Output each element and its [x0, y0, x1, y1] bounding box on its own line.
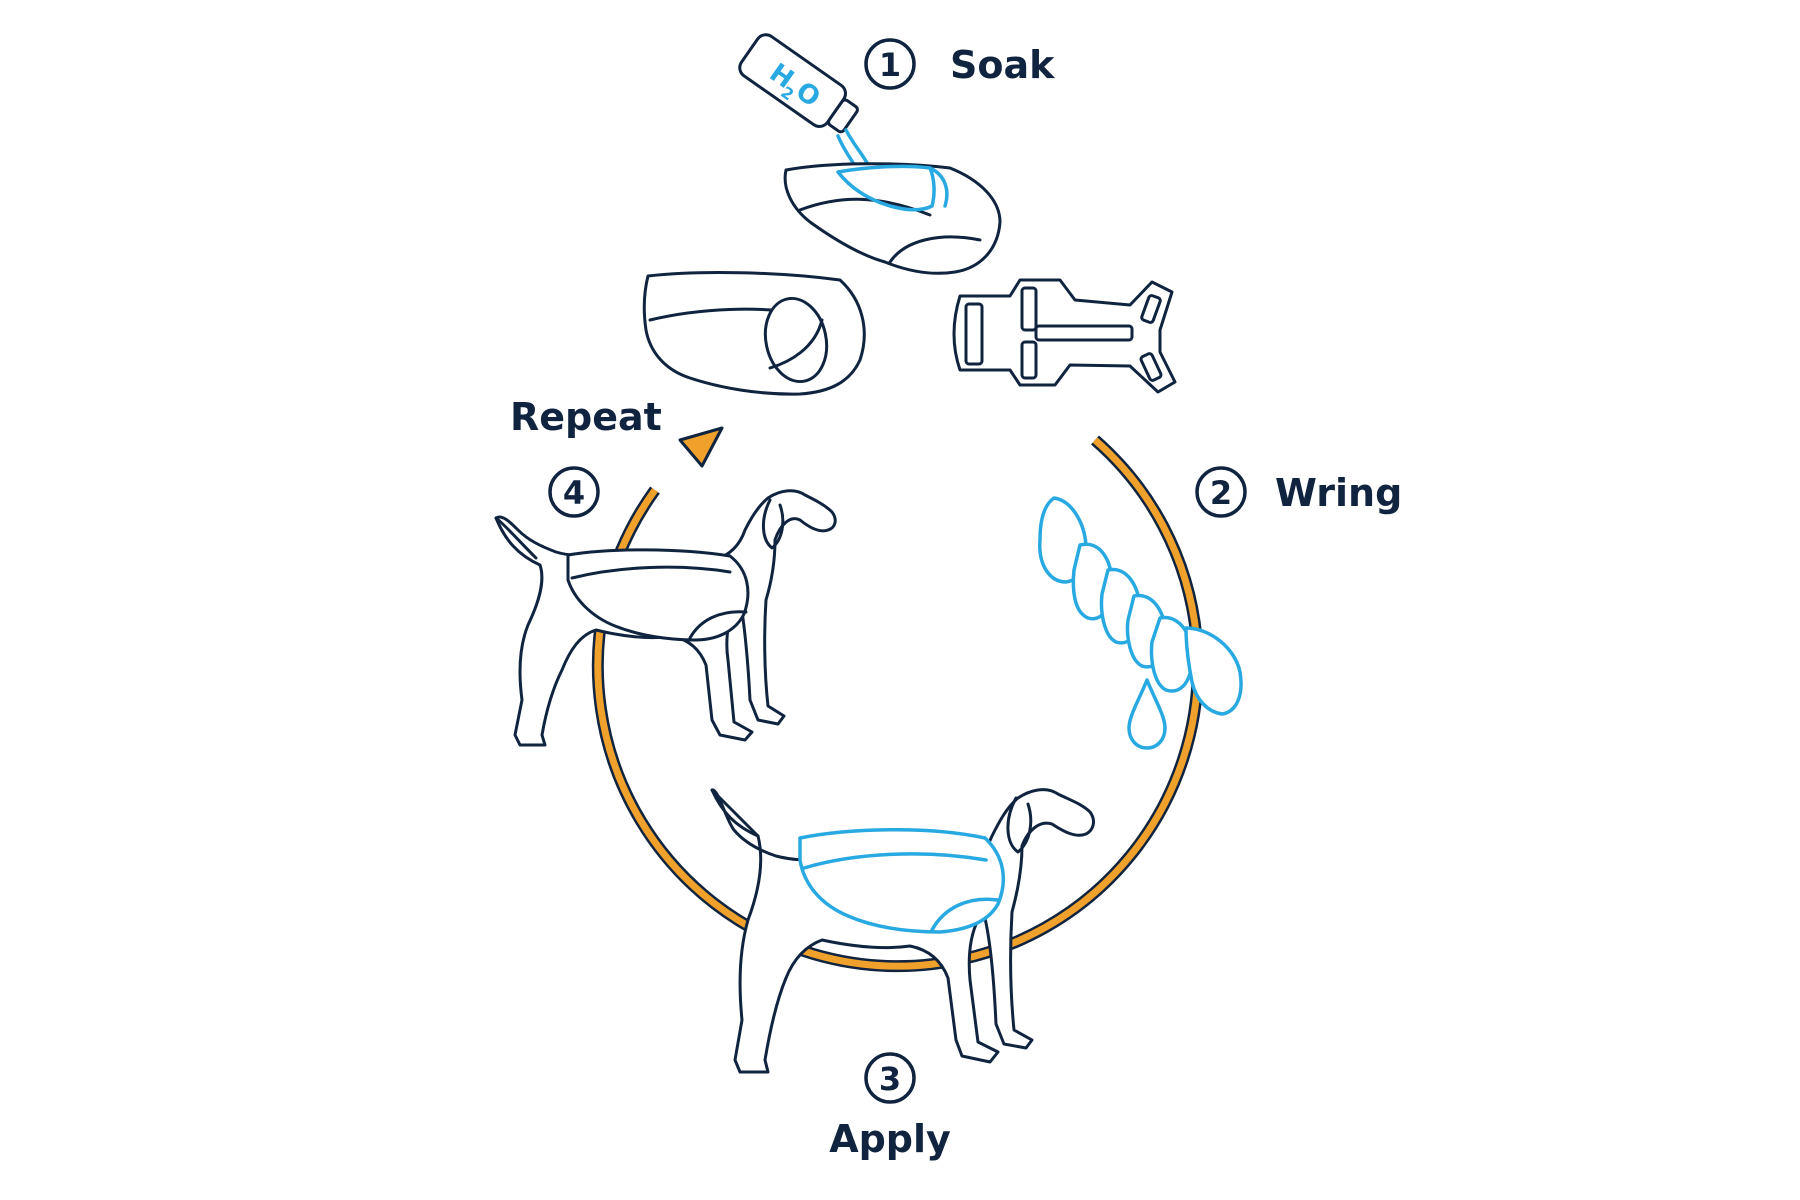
step-3-badge: [864, 1052, 916, 1104]
step-1-badge: [864, 38, 916, 90]
water-bottle-icon: H 2 O: [738, 33, 878, 192]
step-2-badge: [1195, 466, 1247, 518]
step-1-label: Soak: [950, 43, 1055, 87]
step-4-label: Repeat: [510, 395, 662, 439]
step-3-number: 3: [879, 1060, 901, 1098]
wet-vest-icon: [783, 162, 1002, 275]
step-2-number: 2: [1210, 474, 1232, 512]
step-4: Repeat 4: [510, 395, 662, 518]
water-drop-icon: [1127, 678, 1167, 750]
step-2-label: Wring: [1275, 471, 1402, 515]
step-3-label: Apply: [829, 1117, 951, 1161]
step-4-number: 4: [563, 474, 585, 512]
harness-icon: [952, 278, 1177, 394]
step-4-badge: [548, 466, 600, 518]
step-2: 2 Wring: [1195, 466, 1402, 518]
vest-side-icon: [642, 271, 866, 396]
step-3: 3 Apply: [829, 1052, 951, 1161]
dog-wearing-wet-vest-icon: [710, 788, 1095, 1074]
dog-wearing-vest-icon: [494, 489, 837, 747]
step-1-number: 1: [879, 46, 901, 84]
step-1: 1 Soak: [864, 38, 1055, 90]
wrung-vest-icon: [1038, 496, 1243, 716]
